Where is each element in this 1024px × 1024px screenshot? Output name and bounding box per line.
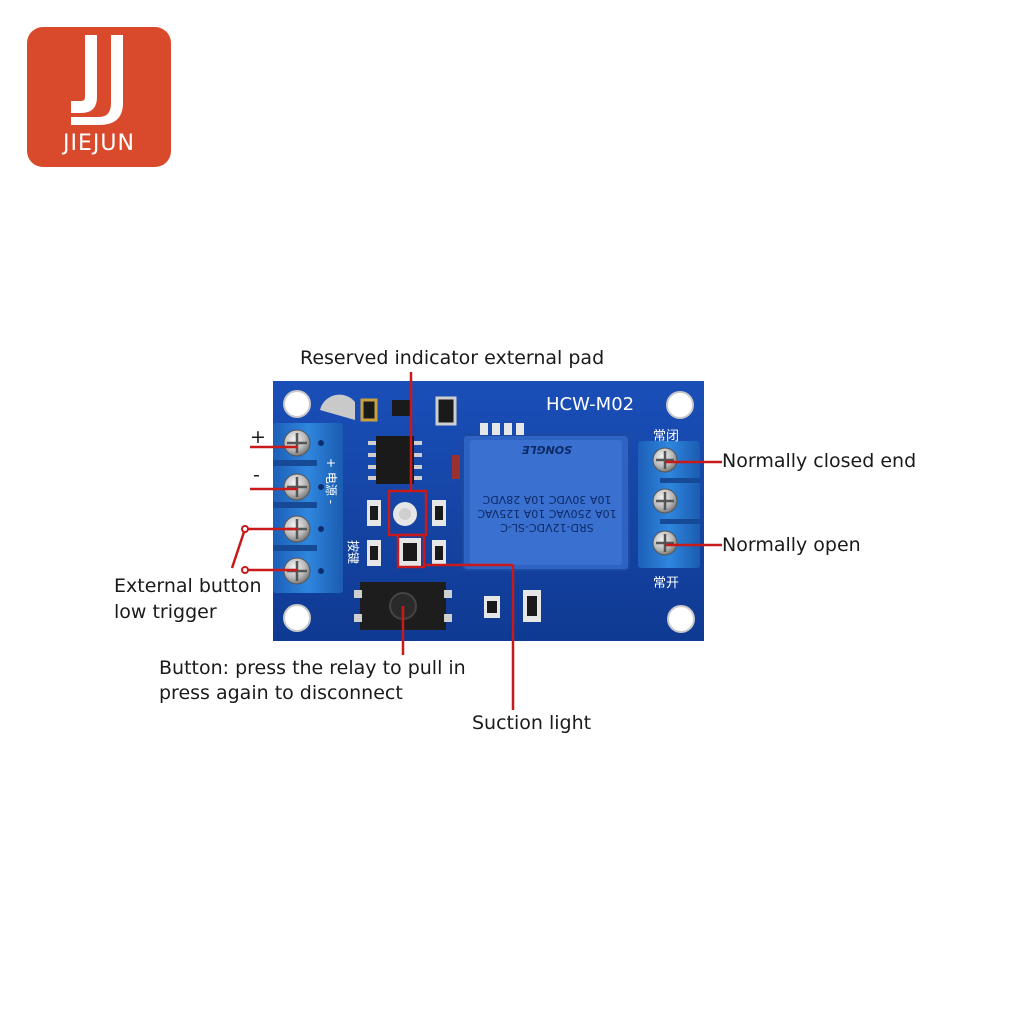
brand-logo-text: JIEJUN (63, 131, 135, 156)
right-terminal-screws (652, 447, 678, 556)
mounting-hole-top-right (666, 391, 694, 419)
button-label-line1: Button: press the relay to pull in (159, 657, 466, 679)
reserved-pad-label: Reserved indicator external pad (300, 347, 605, 369)
relay-spec-line: 10A 30VDC 10A 28VDC (482, 493, 612, 506)
transistor (392, 400, 410, 416)
external-button-label-line1: External button (114, 575, 262, 597)
mounting-hole-top-left (283, 390, 311, 418)
ic-chip (376, 436, 414, 484)
relay-spec-line: SRD-12VDC-SL-C (500, 521, 594, 534)
annotation-lines (230, 372, 722, 710)
mounting-hole-bottom-left (283, 604, 311, 632)
button-label-line2: press again to disconnect (159, 682, 403, 704)
normally-open-label: Normally open (722, 534, 861, 556)
external-button-label-line2: low trigger (114, 601, 217, 623)
relay-spec-line: 10A 250VAC 10A 125VAC (477, 507, 617, 520)
normally-closed-label: Normally closed end (722, 450, 917, 472)
suction-light-label: Suction light (472, 712, 592, 734)
no-chinese-label: 常开 (653, 576, 680, 591)
button-chinese-label: 按键 (346, 540, 360, 565)
minus-label: - (253, 464, 260, 486)
nc-chinese-label: 常闭 (653, 429, 680, 444)
board-model-label: HCW-M02 (546, 394, 635, 415)
brand-logo: JIEJUN (27, 27, 171, 167)
relay-brand: SONGLE (521, 443, 573, 456)
power-chinese-label: + 电源 - (324, 458, 338, 505)
plus-label: + (250, 426, 266, 448)
logo-j-mark-icon (71, 35, 123, 125)
mounting-hole-bottom-right (667, 605, 695, 633)
relay-print: SRD-12VDC-SL-C 10A 250VAC 10A 125VAC 10A… (476, 442, 618, 534)
